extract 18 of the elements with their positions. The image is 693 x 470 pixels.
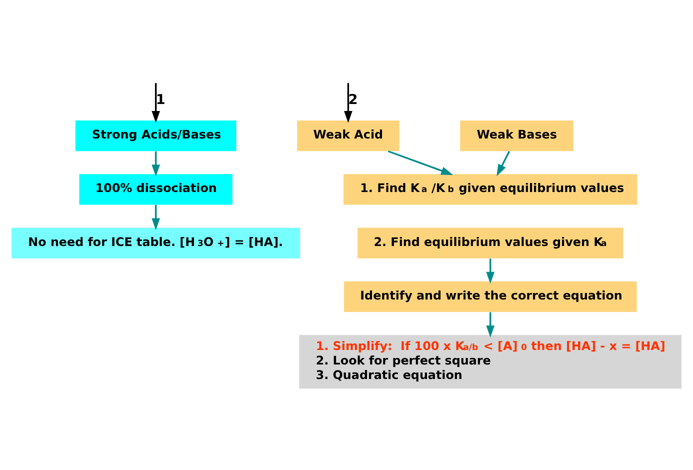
node-box: Strong Acids/Bases	[75, 120, 236, 151]
edge-label: 1	[156, 92, 166, 108]
node-box: Identify and write the correct equation	[344, 280, 637, 312]
node-box: Weak Acid	[297, 120, 400, 151]
arrow	[344, 82, 352, 122]
node-box: 1. Simplify: If 100 x Ka/b < [A]0 then [HA] - x = [HA] 2. Look for perfect square 3. Quadratic equation	[299, 334, 682, 388]
node-box: 2. Find equilibrium values given Ka	[358, 227, 624, 258]
node-box: Weak Bases	[460, 120, 574, 151]
arrow	[388, 150, 454, 174]
node-box: 1. Find Ka /Kb given equilibrium values	[344, 174, 638, 204]
arrow	[486, 312, 495, 337]
node-box: 100% dissociation	[79, 174, 232, 204]
edge-label: 2	[348, 92, 358, 108]
arrow	[152, 204, 160, 230]
arrow	[496, 150, 510, 176]
arrow	[486, 258, 495, 284]
arrow	[152, 150, 160, 176]
arrow	[152, 82, 160, 122]
